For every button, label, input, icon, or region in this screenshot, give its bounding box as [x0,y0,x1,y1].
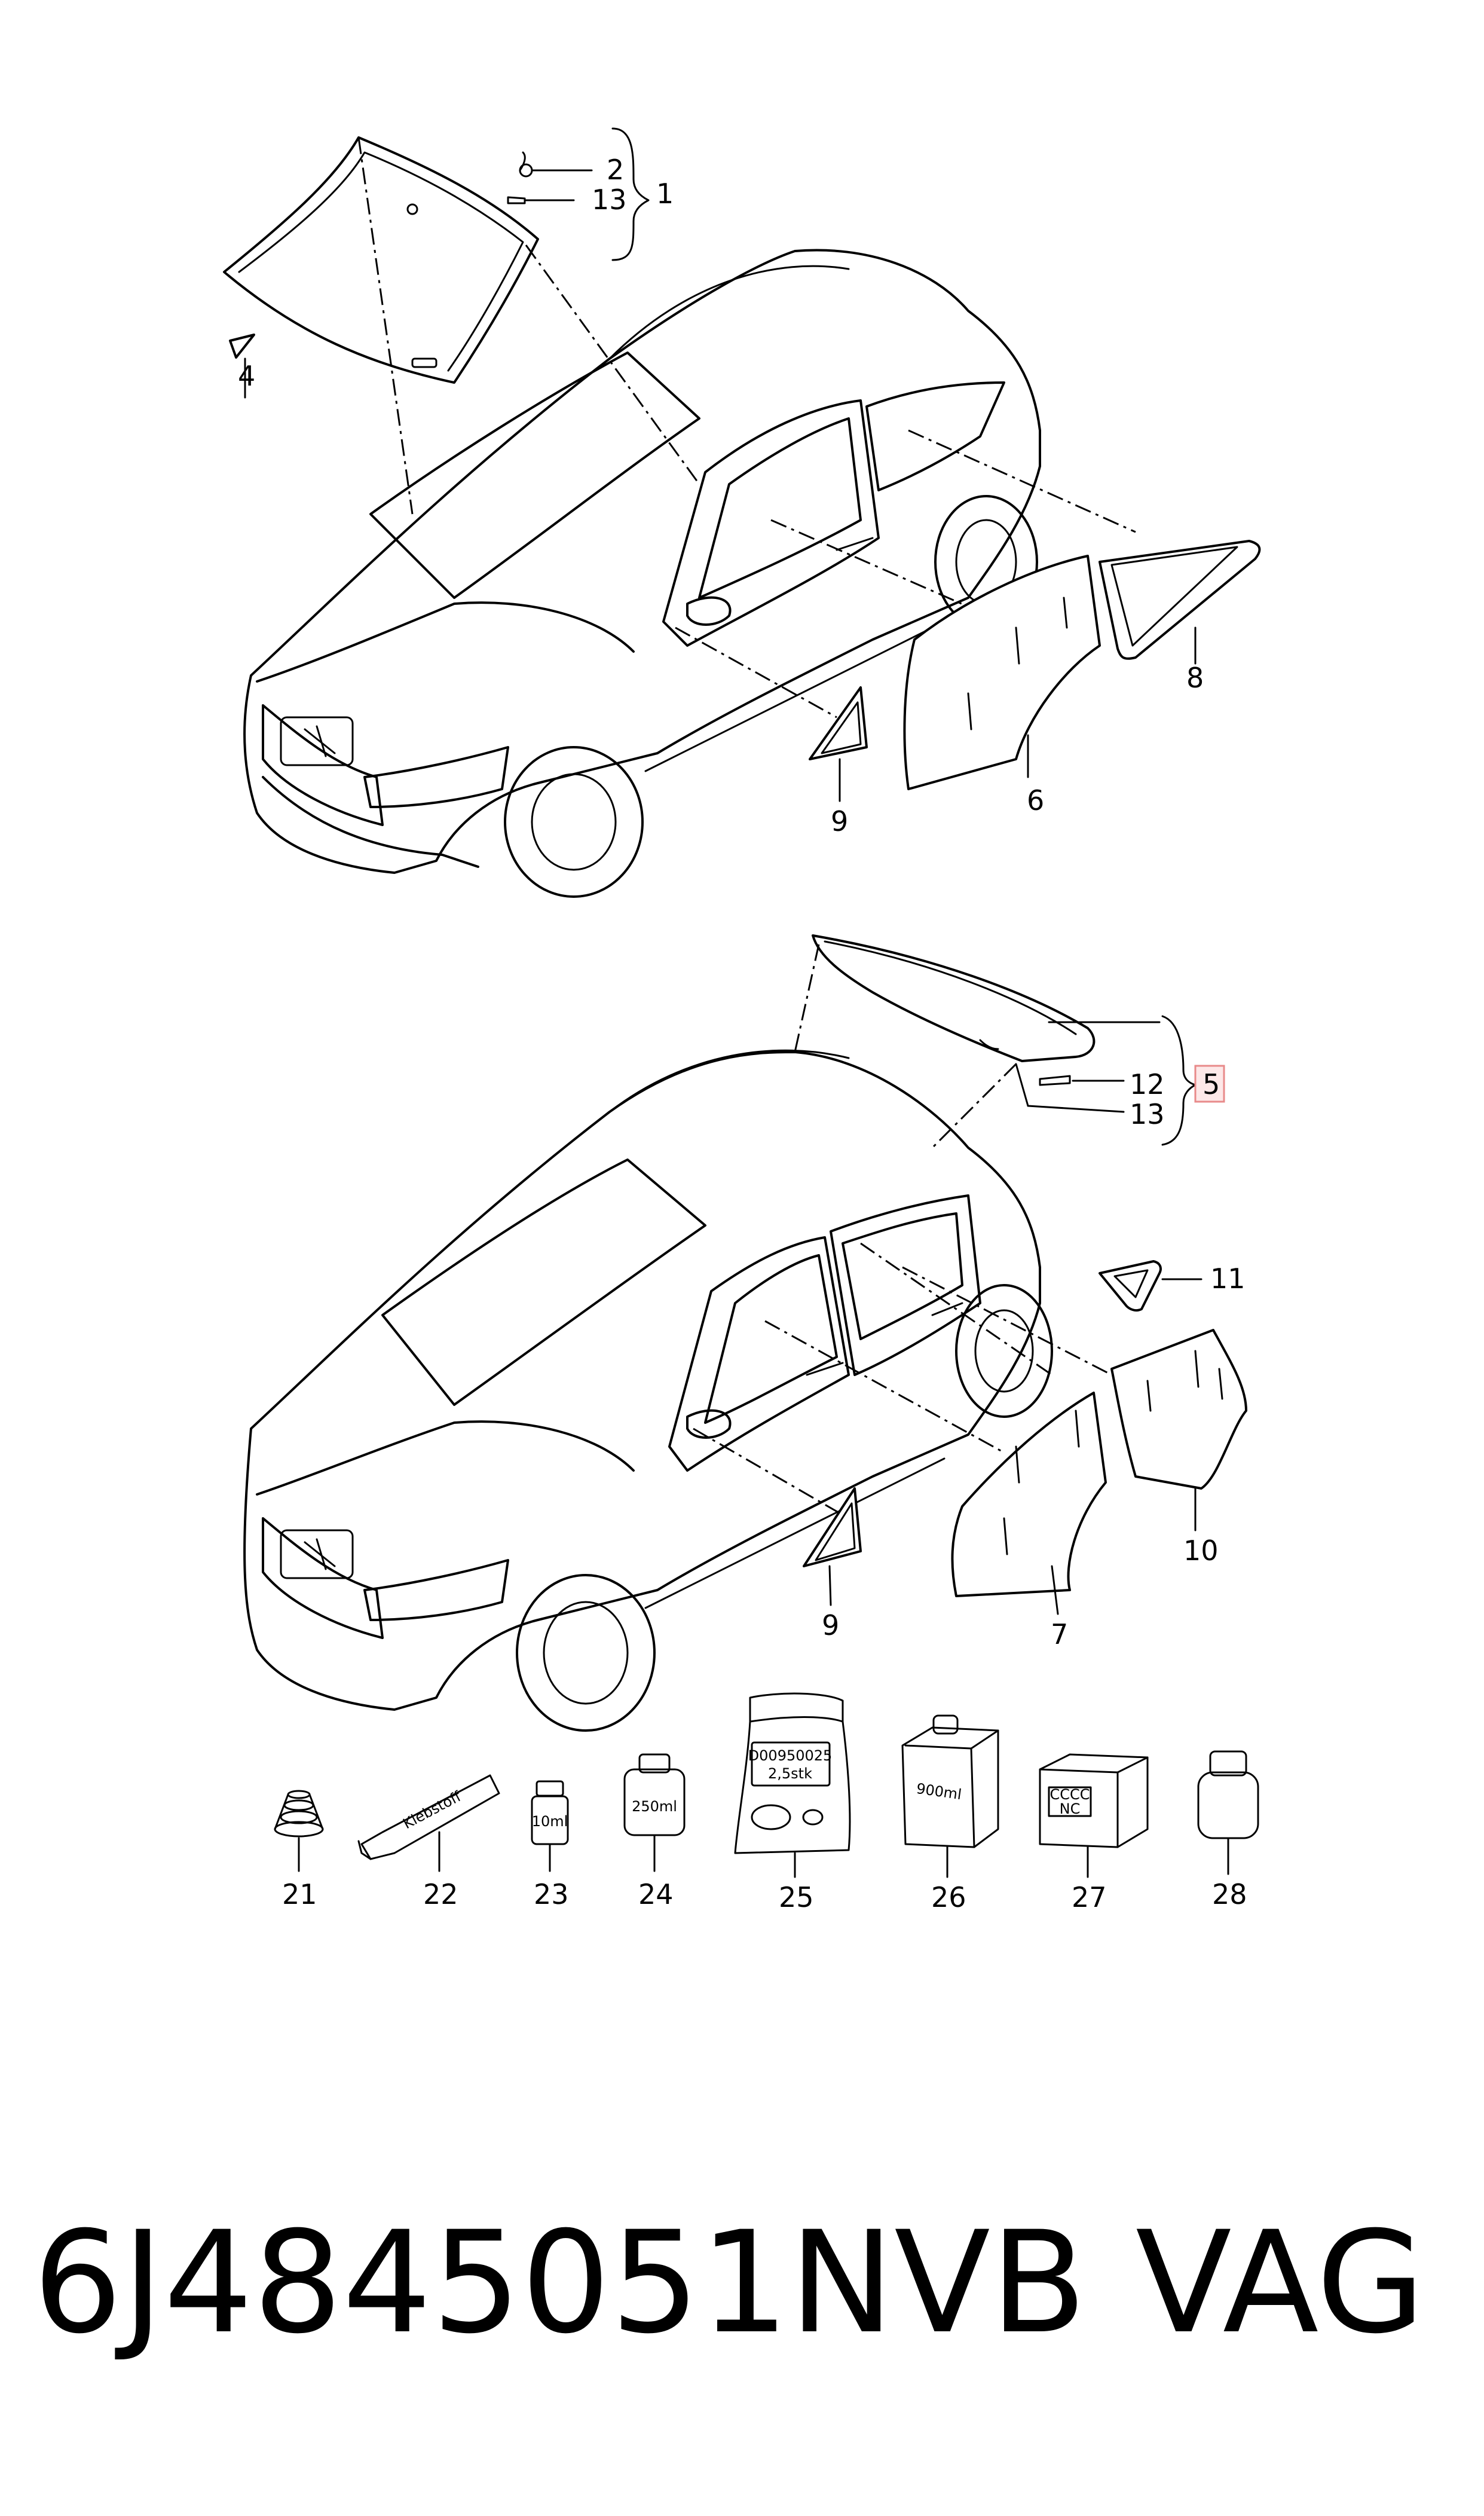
part-9-mirror-triangle [809,686,868,760]
callout-25: 25 [779,1881,814,1913]
callout-9-top: 9 [831,805,848,837]
part-26-cleaner-jug: 900ml [901,1714,999,1878]
can-label: 250ml [632,1798,677,1815]
bag-label-line1: D00950025 [748,1747,833,1764]
bag-label-line2: 2,5stk [768,1765,812,1782]
callout-21: 21 [282,1878,317,1910]
car-3door-illustration [243,249,1041,898]
callout-13-top: 13 [592,184,627,216]
part-22-adhesive-tube: Klebstoff [357,1774,500,1872]
callout-8: 8 [1186,662,1204,694]
part-8-quarter-glass [1099,540,1261,660]
part-number: 6J4845051NVB [33,2202,1087,2365]
part-11-triangle [1099,1260,1162,1312]
callout-1: 1 [656,178,674,210]
callout-4: 4 [238,360,255,392]
callout-10: 10 [1183,1534,1219,1567]
car-5door-illustration [243,1049,1053,1732]
callout-27: 27 [1072,1881,1107,1913]
callout-11: 11 [1210,1262,1246,1295]
part-7-front-door-glass [951,1392,1107,1597]
callout-22: 22 [423,1878,458,1910]
part-24-primer-can: 250ml [623,1753,686,1872]
bottle-small-label: 10ml [532,1813,568,1830]
callout-7: 7 [1051,1618,1068,1650]
callout-2: 2 [607,154,624,186]
small-box-label-line2: NC [1060,1800,1081,1817]
part-23-small-bottle: 10ml [531,1780,569,1872]
brand-name: VAG [1136,2202,1425,2365]
part-28-bottle [1197,1750,1259,1875]
jug-label: 900ml [916,1780,963,1803]
callout-26: 26 [931,1881,966,1913]
callout-23: 23 [534,1878,569,1910]
part-27-small-box: CCCC NC [1039,1753,1149,1878]
rear-window-glass-part [812,934,1096,1062]
callout-13-bottom: 13 [1130,1098,1165,1130]
part-21-spacer-coil [274,1790,324,1872]
callout-6: 6 [1027,784,1044,817]
part-4-wedge [229,334,255,359]
callout-12: 12 [1130,1068,1165,1100]
windshield-glass-part [223,136,539,384]
callout-24: 24 [638,1878,674,1910]
callout-28: 28 [1212,1878,1247,1910]
part-10-rear-door-glass [1110,1329,1247,1490]
part-9-mirror-triangle-lower [803,1487,862,1567]
part-25-kit-bag: D00950025 2,5stk [734,1692,851,1878]
callout-9-bottom: 9 [822,1609,839,1641]
tube-label: Klebstoff [400,1788,464,1832]
part-6-door-glass [903,555,1101,790]
highlight-box-5 [1194,1065,1225,1103]
small-box-label-line1: CCCC [1049,1786,1090,1803]
callout-5: 5 [1203,1068,1220,1100]
